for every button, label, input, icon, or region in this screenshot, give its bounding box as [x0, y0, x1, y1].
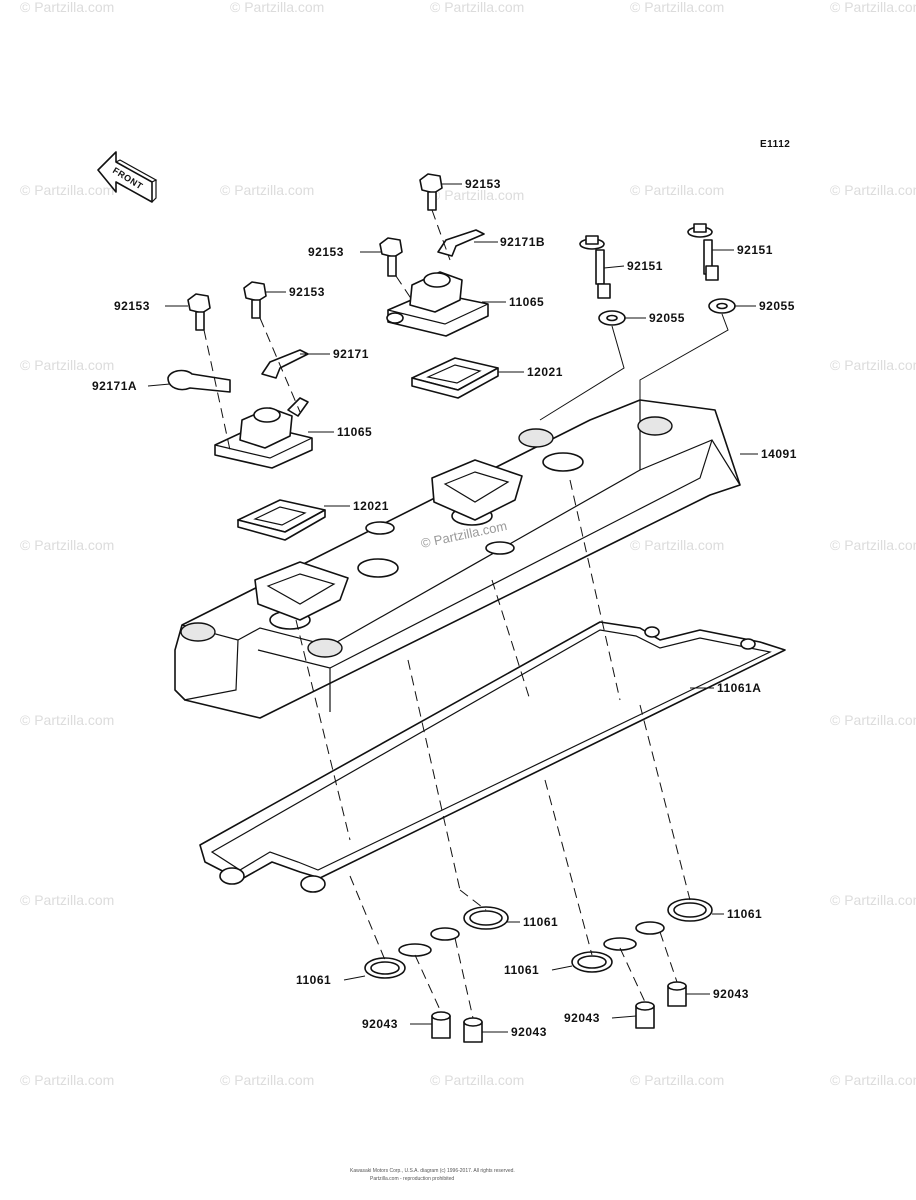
callout-11065[interactable]: 11065 [337, 425, 372, 439]
callout-92171B[interactable]: 92171B [500, 235, 545, 249]
callout-92151[interactable]: 92151 [627, 259, 663, 273]
head-cover-gasket [199, 621, 786, 893]
callout-92153[interactable]: 92153 [289, 285, 325, 299]
watermark: © Partzilla.com [20, 712, 114, 728]
reed-valve-left [237, 499, 326, 541]
callout-92151[interactable]: 92151 [737, 243, 773, 257]
watermark: © Partzilla.com [830, 182, 916, 198]
bolt-92153-top [419, 173, 443, 211]
clamp-92171A [167, 369, 231, 393]
leader-lines [147, 183, 758, 1033]
bolt-92151-right [687, 223, 719, 281]
assembly-lines [203, 209, 729, 1019]
plug-hole-gasket-center [463, 906, 509, 930]
cylinder-head-cover [174, 399, 741, 719]
watermark: © Partzilla.com [220, 182, 314, 198]
plug-hole-gasket-mid [571, 921, 665, 973]
callout-92153[interactable]: 92153 [308, 245, 344, 259]
watermark: © Partzilla.com [630, 1072, 724, 1088]
watermark: © Partzilla.com [630, 182, 724, 198]
bolt-92153-mid [379, 237, 403, 277]
dowel-pin-mid [635, 1001, 655, 1029]
dowel-pin-left [431, 1011, 451, 1039]
dowel-pin-right [667, 981, 687, 1007]
watermark: © Partzilla.com [20, 537, 114, 553]
watermark: © Partzilla.com [830, 712, 916, 728]
watermark: © Partzilla.com [220, 1072, 314, 1088]
watermark: © Partzilla.com [20, 0, 114, 15]
plug-hole-gasket-left [364, 927, 460, 979]
callout-14091[interactable]: 14091 [761, 447, 797, 461]
reed-valve-right [411, 357, 499, 399]
watermark: © Partzilla.com [630, 0, 724, 15]
watermark: © Partzilla.com [20, 357, 114, 373]
callout-12021[interactable]: 12021 [527, 365, 563, 379]
footer-line-1: Kawasaki Motors Corp., U.S.A. diagram (c… [350, 1168, 515, 1174]
watermark: © Partzilla.com [830, 0, 916, 15]
watermark: © Partzilla.com [20, 182, 114, 198]
watermark: © Partzilla.com [430, 187, 524, 203]
dowel-pin-center [463, 1017, 483, 1043]
callout-labels: 92153 92153 92153 92153 92171B 11065 921… [92, 177, 797, 1039]
watermark: © Partzilla.com [430, 1072, 524, 1088]
callout-11061A[interactable]: 11061A [717, 681, 761, 695]
bolt-92153-center [243, 281, 267, 319]
callout-92043[interactable]: 92043 [564, 1011, 600, 1025]
watermark: © Partzilla.com [20, 892, 114, 908]
bracket-92171B [437, 229, 485, 257]
callout-92153[interactable]: 92153 [114, 299, 150, 313]
watermark-grid: © Partzilla.com © Partzilla.com © Partzi… [20, 0, 916, 1088]
callout-11065[interactable]: 11065 [509, 295, 544, 309]
callout-92055[interactable]: 92055 [649, 311, 685, 325]
watermark: © Partzilla.com [830, 537, 916, 553]
callout-92043[interactable]: 92043 [362, 1017, 398, 1031]
reed-valve-cover-left [214, 397, 313, 469]
callout-11061[interactable]: 11061 [727, 907, 762, 921]
reed-valve-cover-right [386, 271, 489, 337]
diagram-code: E1112 [760, 139, 790, 150]
callout-92171A[interactable]: 92171A [92, 379, 137, 393]
callout-92171[interactable]: 92171 [333, 347, 369, 361]
watermark: © Partzilla.com [830, 357, 916, 373]
callout-11061[interactable]: 11061 [504, 963, 539, 977]
washer-92055-left [598, 310, 626, 326]
bolt-92153-left [187, 293, 211, 331]
callout-92153[interactable]: 92153 [465, 177, 501, 191]
callout-11061[interactable]: 11061 [296, 973, 331, 987]
callout-92043[interactable]: 92043 [713, 987, 749, 1001]
watermark: © Partzilla.com [630, 537, 724, 553]
watermark: © Partzilla.com [430, 0, 524, 15]
footer-line-2: Partzilla.com - reproduction prohibited [370, 1176, 454, 1182]
watermark: © Partzilla.com [830, 892, 916, 908]
washer-92055-right [708, 298, 736, 314]
bolt-92151-left [579, 235, 611, 299]
plug-hole-gasket-right [667, 898, 713, 922]
callout-12021[interactable]: 12021 [353, 499, 389, 513]
callout-92043[interactable]: 92043 [511, 1025, 547, 1039]
watermark: © Partzilla.com [20, 1072, 114, 1088]
watermark: © Partzilla.com [830, 1072, 916, 1088]
callout-11061[interactable]: 11061 [523, 915, 558, 929]
watermark: © Partzilla.com [230, 0, 324, 15]
callout-92055[interactable]: 92055 [759, 299, 795, 313]
